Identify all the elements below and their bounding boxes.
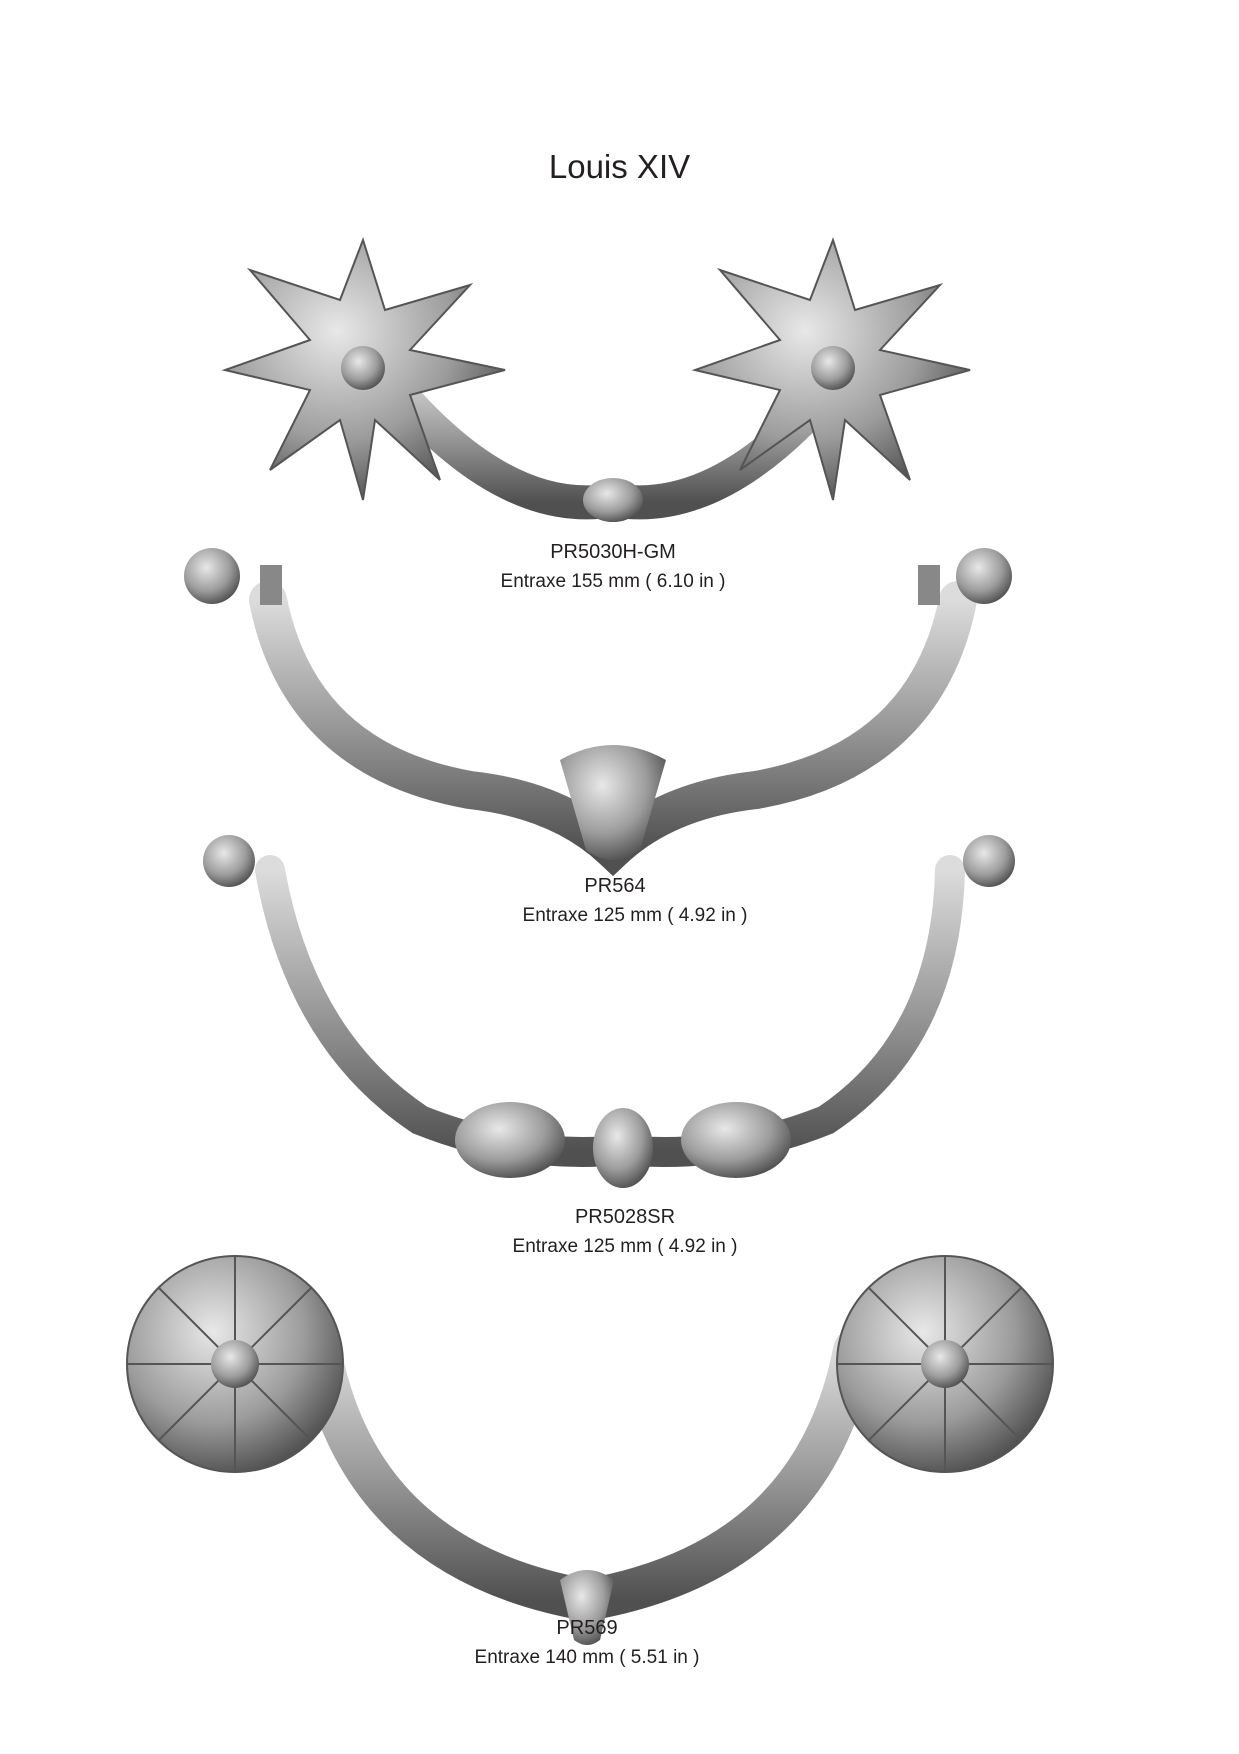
product-label: PR5028SR Entraxe 125 mm ( 4.92 in ) bbox=[375, 1203, 875, 1261]
product-spec: Entraxe 125 mm ( 4.92 in ) bbox=[512, 1236, 738, 1257]
product-spec: Entraxe 155 mm ( 6.10 in ) bbox=[500, 571, 726, 592]
page-title: Louis XIV bbox=[548, 148, 691, 185]
product-spec: Entraxe 125 mm ( 4.92 in ) bbox=[522, 905, 748, 926]
product-spec: Entraxe 140 mm ( 5.51 in ) bbox=[474, 1647, 700, 1668]
product-code: PR569 bbox=[556, 1617, 618, 1639]
handle-pr5028sr-image bbox=[203, 835, 1015, 1188]
product-label: PR564 Entraxe 125 mm ( 4.92 in ) bbox=[365, 872, 865, 930]
handle-pr5030h-gm-image bbox=[221, 236, 971, 522]
handle-pr569-image bbox=[126, 1255, 1054, 1645]
product-label: PR569 Entraxe 140 mm ( 5.51 in ) bbox=[337, 1614, 837, 1672]
product-label: PR5030H-GM Entraxe 155 mm ( 6.10 in ) bbox=[363, 538, 863, 596]
product-code: PR5030H-GM bbox=[550, 541, 676, 563]
product-code: PR5028SR bbox=[574, 1206, 676, 1228]
handle-pr564-image bbox=[184, 548, 1012, 877]
product-code: PR564 bbox=[584, 875, 646, 897]
